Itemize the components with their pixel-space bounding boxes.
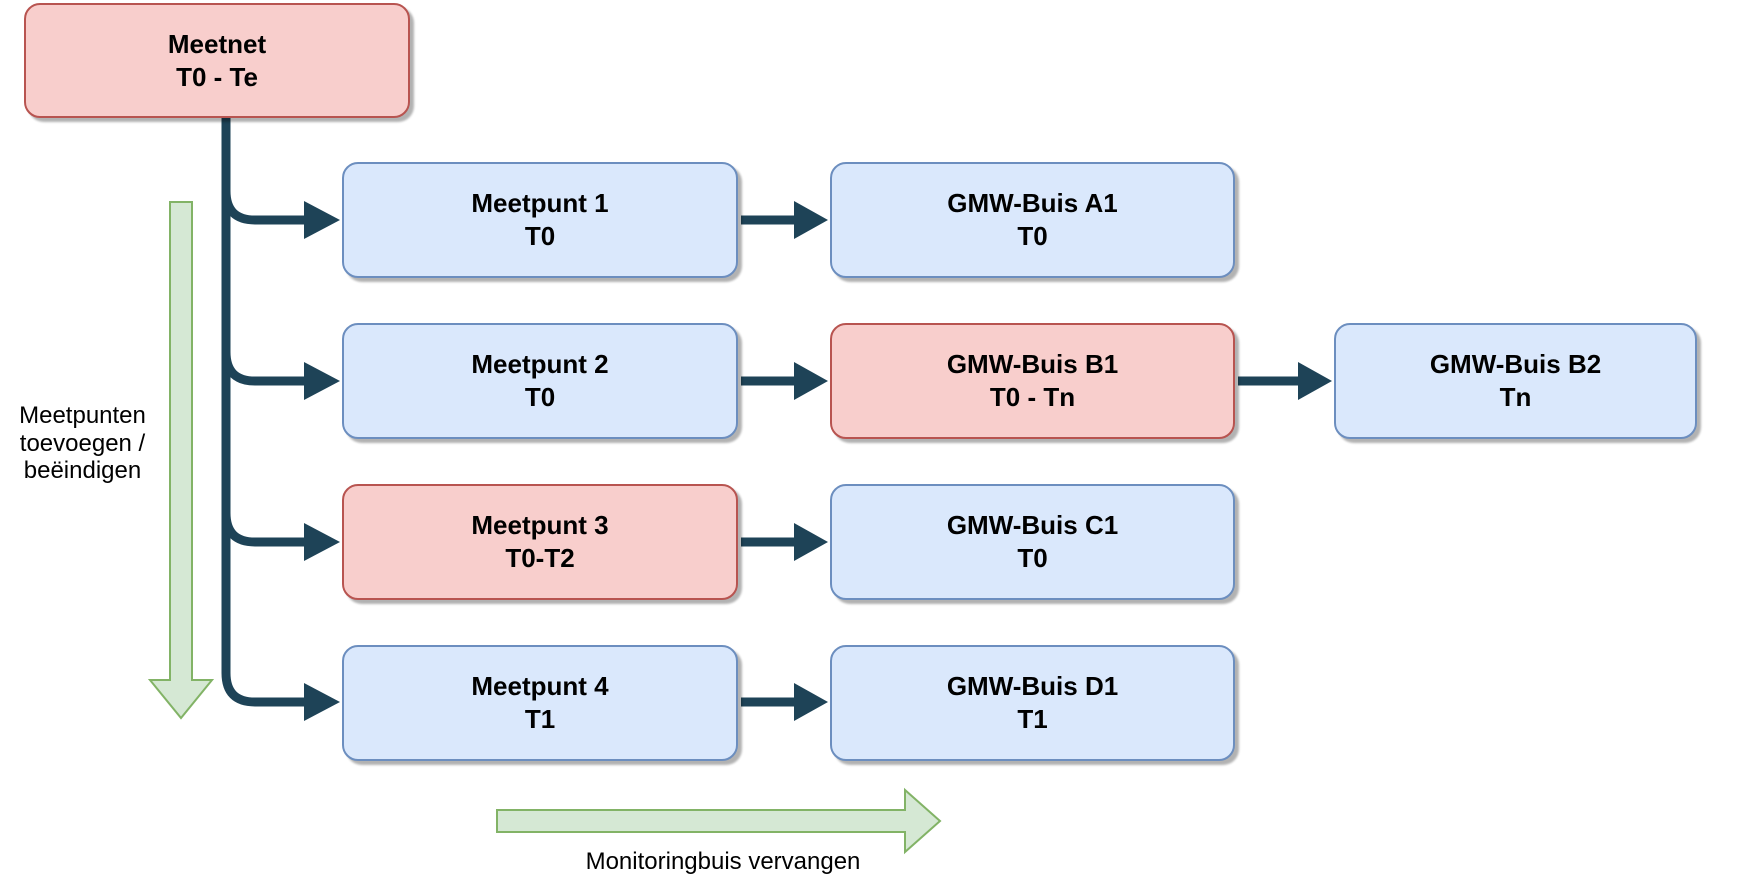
node-period: T0 - Te — [176, 61, 258, 92]
node-period: T0 — [524, 221, 556, 251]
node-period: T0 — [1017, 543, 1048, 573]
node-meetpunt-2: Meetpunt 2 T0 — [342, 323, 738, 439]
arrowhead-b2 — [1298, 362, 1332, 400]
node-gmw-buis-d1: GMW-Buis D1 T1 — [830, 645, 1235, 761]
caption-meetpunten-toevoegen: Meetpunten toevoegen / beëindigen — [19, 402, 146, 484]
branch-connector-meetpunt-2 — [221, 351, 308, 386]
node-period: T1 — [1017, 704, 1048, 734]
arrowhead-d1 — [794, 683, 828, 721]
node-period: T0-T2 — [505, 543, 575, 573]
node-meetpunt-4: Meetpunt 4 T1 — [342, 645, 738, 761]
caption-monitoringbuis-vervangen: Monitoringbuis vervangen — [585, 848, 861, 875]
arrowhead-c1 — [794, 523, 828, 561]
node-title: Meetpunt 1 — [471, 188, 609, 218]
node-period: T0 - Tn — [989, 382, 1076, 412]
node-period: T1 — [524, 704, 556, 734]
node-period: T0 — [524, 382, 556, 412]
node-title: Meetpunt 2 — [471, 349, 609, 379]
arrowhead-b1 — [794, 362, 828, 400]
meetnet-trunk-connector — [221, 118, 308, 707]
node-title: GMW-Buis B2 — [1429, 349, 1602, 379]
branch-connector-meetpunt-3 — [221, 512, 308, 547]
node-gmw-buis-a1: GMW-Buis A1 T0 — [830, 162, 1235, 278]
branch-connector-meetpunt-1 — [221, 190, 308, 225]
node-title: Meetpunt 4 — [471, 671, 609, 701]
node-title: GMW-Buis B1 — [946, 349, 1119, 379]
node-title: GMW-Buis D1 — [946, 671, 1119, 701]
node-title: GMW-Buis C1 — [946, 510, 1119, 540]
node-period: Tn — [1499, 382, 1532, 412]
arrowhead-meetpunt-1 — [304, 201, 340, 239]
node-gmw-buis-c1: GMW-Buis C1 T0 — [830, 484, 1235, 600]
arrowhead-meetpunt-2 — [304, 362, 340, 400]
green-right-arrow — [496, 787, 942, 855]
arrowhead-a1 — [794, 201, 828, 239]
node-gmw-buis-b1: GMW-Buis B1 T0 - Tn — [830, 323, 1235, 439]
node-gmw-buis-b2: GMW-Buis B2 Tn — [1334, 323, 1697, 439]
node-period: T0 — [1017, 221, 1048, 251]
node-title: Meetpunt 3 — [471, 510, 609, 540]
arrowhead-meetpunt-3 — [304, 523, 340, 561]
arrowhead-meetpunt-4 — [304, 683, 340, 721]
green-down-arrow — [147, 201, 215, 720]
node-title: GMW-Buis A1 — [947, 188, 1118, 218]
node-meetpunt-3: Meetpunt 3 T0-T2 — [342, 484, 738, 600]
node-meetnet: Meetnet T0 - Te — [24, 3, 410, 118]
node-title: Meetnet — [167, 28, 267, 59]
node-meetpunt-1: Meetpunt 1 T0 — [342, 162, 738, 278]
